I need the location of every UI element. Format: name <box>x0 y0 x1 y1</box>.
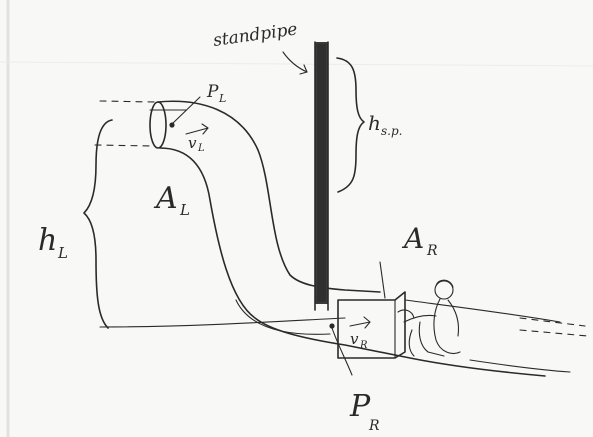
v-right-subscript: R <box>359 340 368 351</box>
p-left-subscript: L <box>218 92 226 105</box>
h-left-brace <box>83 119 113 329</box>
a-left-symbol: A <box>153 181 178 216</box>
p-right-leader <box>331 327 353 376</box>
v-right-arrowhead <box>363 316 371 329</box>
standpipe-arrowhead <box>299 64 308 75</box>
pipe-upper-wall <box>157 100 381 293</box>
pipe-cross-section-left <box>149 101 167 149</box>
a-right-label: A R <box>401 222 438 259</box>
pipe-front-wall <box>235 299 331 335</box>
p-left-leader <box>171 96 201 125</box>
v-left-arrow <box>185 127 209 135</box>
h-left-label: h L <box>38 223 68 262</box>
ground-line <box>99 317 346 328</box>
p-left-symbol: P <box>206 82 219 102</box>
pipe-right-bottom <box>469 359 571 373</box>
pipe-lower-wall <box>159 147 546 377</box>
h-sp-subscript: s.p. <box>381 124 402 138</box>
pressure-point-left <box>169 122 175 128</box>
a-right-symbol: A <box>401 222 424 255</box>
pipe-right-top <box>404 299 561 323</box>
h-sp-label: h s.p. <box>368 111 402 138</box>
a-left-label: A L <box>153 181 190 219</box>
p-right-subscript: R <box>368 418 380 434</box>
v-right-symbol: v <box>350 330 359 348</box>
standpipe-fluid <box>317 44 326 302</box>
pipe-right-top-dash <box>519 317 586 327</box>
pressure-point-right <box>329 323 335 329</box>
a-left-subscript: L <box>179 201 190 219</box>
p-left-label: P L <box>206 82 226 105</box>
a-right-subscript: R <box>426 243 438 259</box>
v-right-arrow <box>349 321 371 327</box>
v-left-label: v L <box>188 134 205 154</box>
v-left-symbol: v <box>188 134 197 152</box>
pipe-right-mid-dash <box>519 329 589 337</box>
standpipe-label: standpipe <box>212 19 299 51</box>
v-left-subscript: L <box>197 143 205 154</box>
h-sp-brace <box>336 57 365 193</box>
h-sp-symbol: h <box>368 111 381 135</box>
v-right-label: v R <box>350 330 368 351</box>
upstream-pipe-bottom-dash <box>94 144 153 147</box>
person-figure-icon <box>397 279 461 357</box>
standpipe-arrow <box>282 51 308 73</box>
a-right-leader <box>379 261 386 299</box>
upstream-pipe-top-dash <box>99 100 156 103</box>
p-right-symbol: P <box>349 389 371 424</box>
p-right-label: P R <box>349 389 380 434</box>
v-left-arrowhead <box>201 123 209 135</box>
h-left-subscript: L <box>57 244 68 262</box>
paper-crease <box>0 61 593 67</box>
h-left-symbol: h <box>38 223 57 258</box>
